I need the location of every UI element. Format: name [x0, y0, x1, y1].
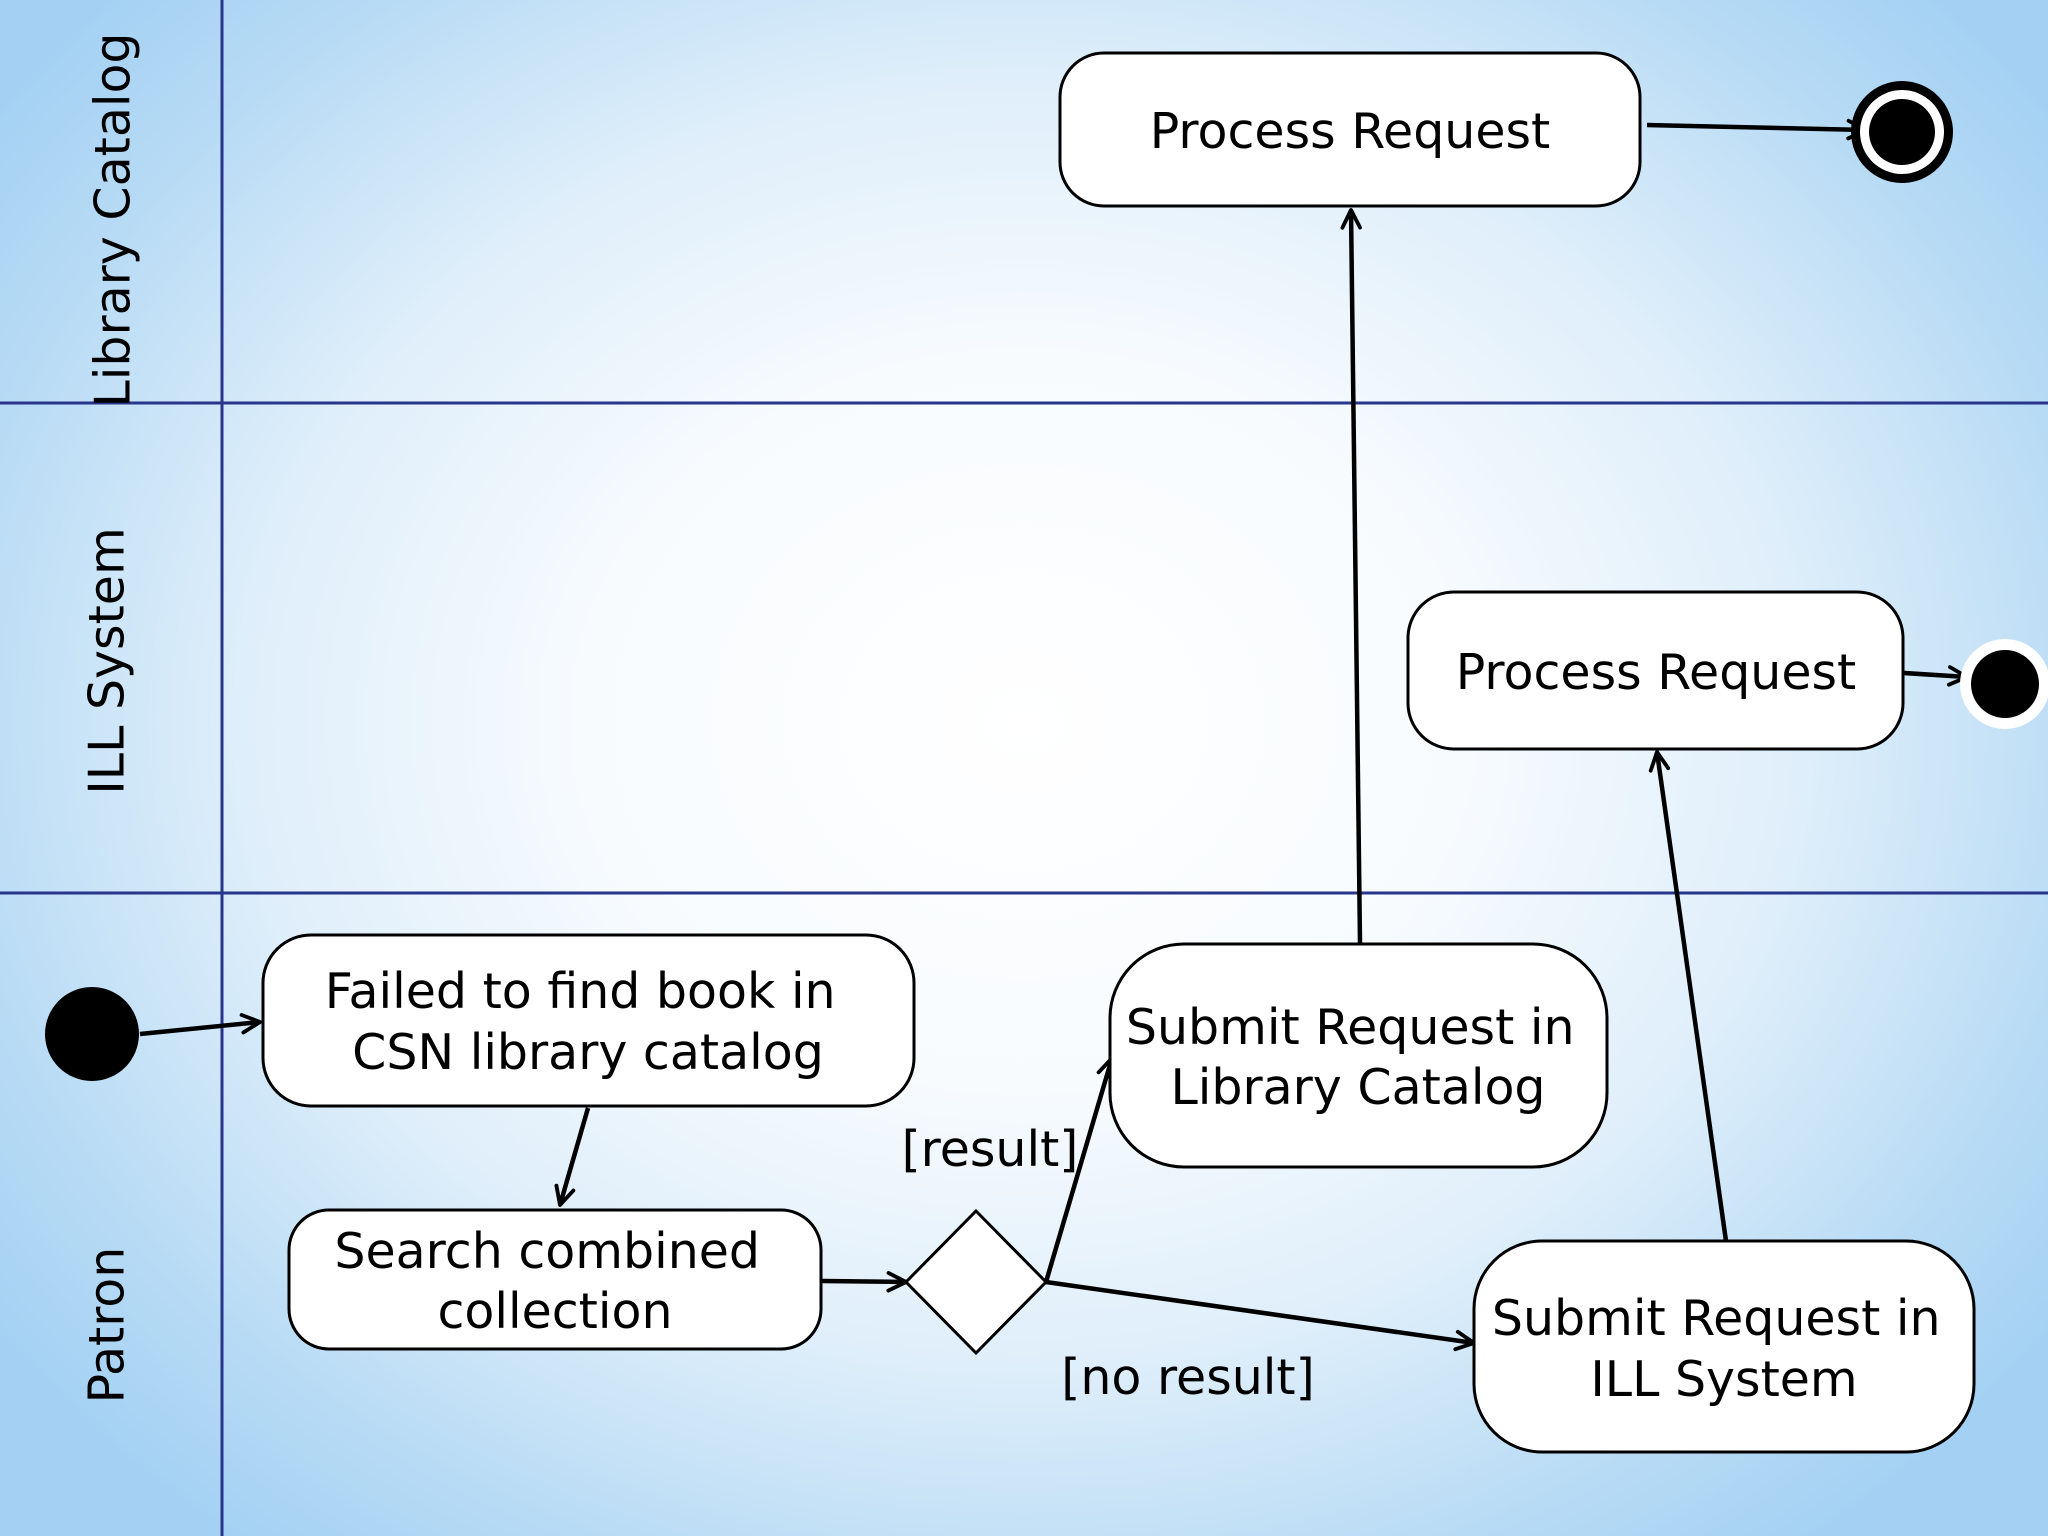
flow-failed-to-search — [554, 1107, 591, 1207]
flow-start-to-failed — [139, 1013, 262, 1037]
guard-label-result: [result] — [902, 1121, 1079, 1178]
guard-label-no-result: [no result] — [1061, 1349, 1314, 1406]
final-node-library-catalog — [1851, 81, 1953, 183]
flow-decision-to-submit-catalog — [1043, 1056, 1118, 1283]
svg-text:Search combined collecti: Search combined collection — [334, 1223, 775, 1340]
flow-search-to-decision — [821, 1271, 908, 1293]
activity-label-line: Search combined — [334, 1223, 760, 1280]
activity-label-line: collection — [437, 1283, 672, 1340]
activity-failed-to-find-book: Failed to find book in CSN library catal… — [261, 933, 916, 1108]
flow-submit-catalog-to-process — [1340, 208, 1363, 944]
activity-process-request-ill-system: Process Request — [1406, 590, 1905, 751]
flow-process-ill-to-end — [1903, 665, 1969, 687]
activity-label-line: Library Catalog — [1170, 1059, 1545, 1116]
flow-decision-to-submit-ill — [1045, 1279, 1476, 1352]
activity-label-line: CSN library catalog — [352, 1024, 824, 1081]
lane-label-ill-system: ILL System — [79, 527, 136, 794]
svg-text:Submit Request in ILL Sy: Submit Request in ILL System — [1492, 1290, 1956, 1408]
activity-process-request-library-catalog: Process Request — [1058, 51, 1642, 208]
activity-label-line: Failed to find book in — [325, 963, 836, 1020]
final-node-ill-system — [1960, 639, 2048, 729]
activity-label-line: Submit Request in — [1126, 999, 1575, 1056]
lane-label-library-catalog: Library Catalog — [85, 32, 142, 407]
activity-label-line: Process Request — [1150, 103, 1551, 160]
activity-submit-request-ill-system: Submit Request in ILL System — [1472, 1239, 1976, 1454]
activity-submit-request-library-catalog: Submit Request in Library Catalog — [1108, 942, 1609, 1169]
svg-text:Submit Request in Librar: Submit Request in Library Catalog — [1126, 999, 1590, 1116]
activity-label-line: ILL System — [1590, 1351, 1857, 1408]
flow-submit-ill-to-process — [1648, 750, 1729, 1242]
decision-node — [903, 1208, 1049, 1356]
activity-search-combined-collection: Search combined collection — [287, 1208, 823, 1351]
initial-node — [45, 987, 139, 1081]
activity-label-line: Submit Request in — [1492, 1290, 1941, 1347]
flow-process-catalog-to-end — [1646, 118, 1868, 141]
lane-label-patron: Patron — [79, 1247, 136, 1404]
svg-text:Failed to find book in C: Failed to find book in CSN library catal… — [325, 963, 851, 1081]
activity-label-line: Process Request — [1456, 644, 1857, 701]
